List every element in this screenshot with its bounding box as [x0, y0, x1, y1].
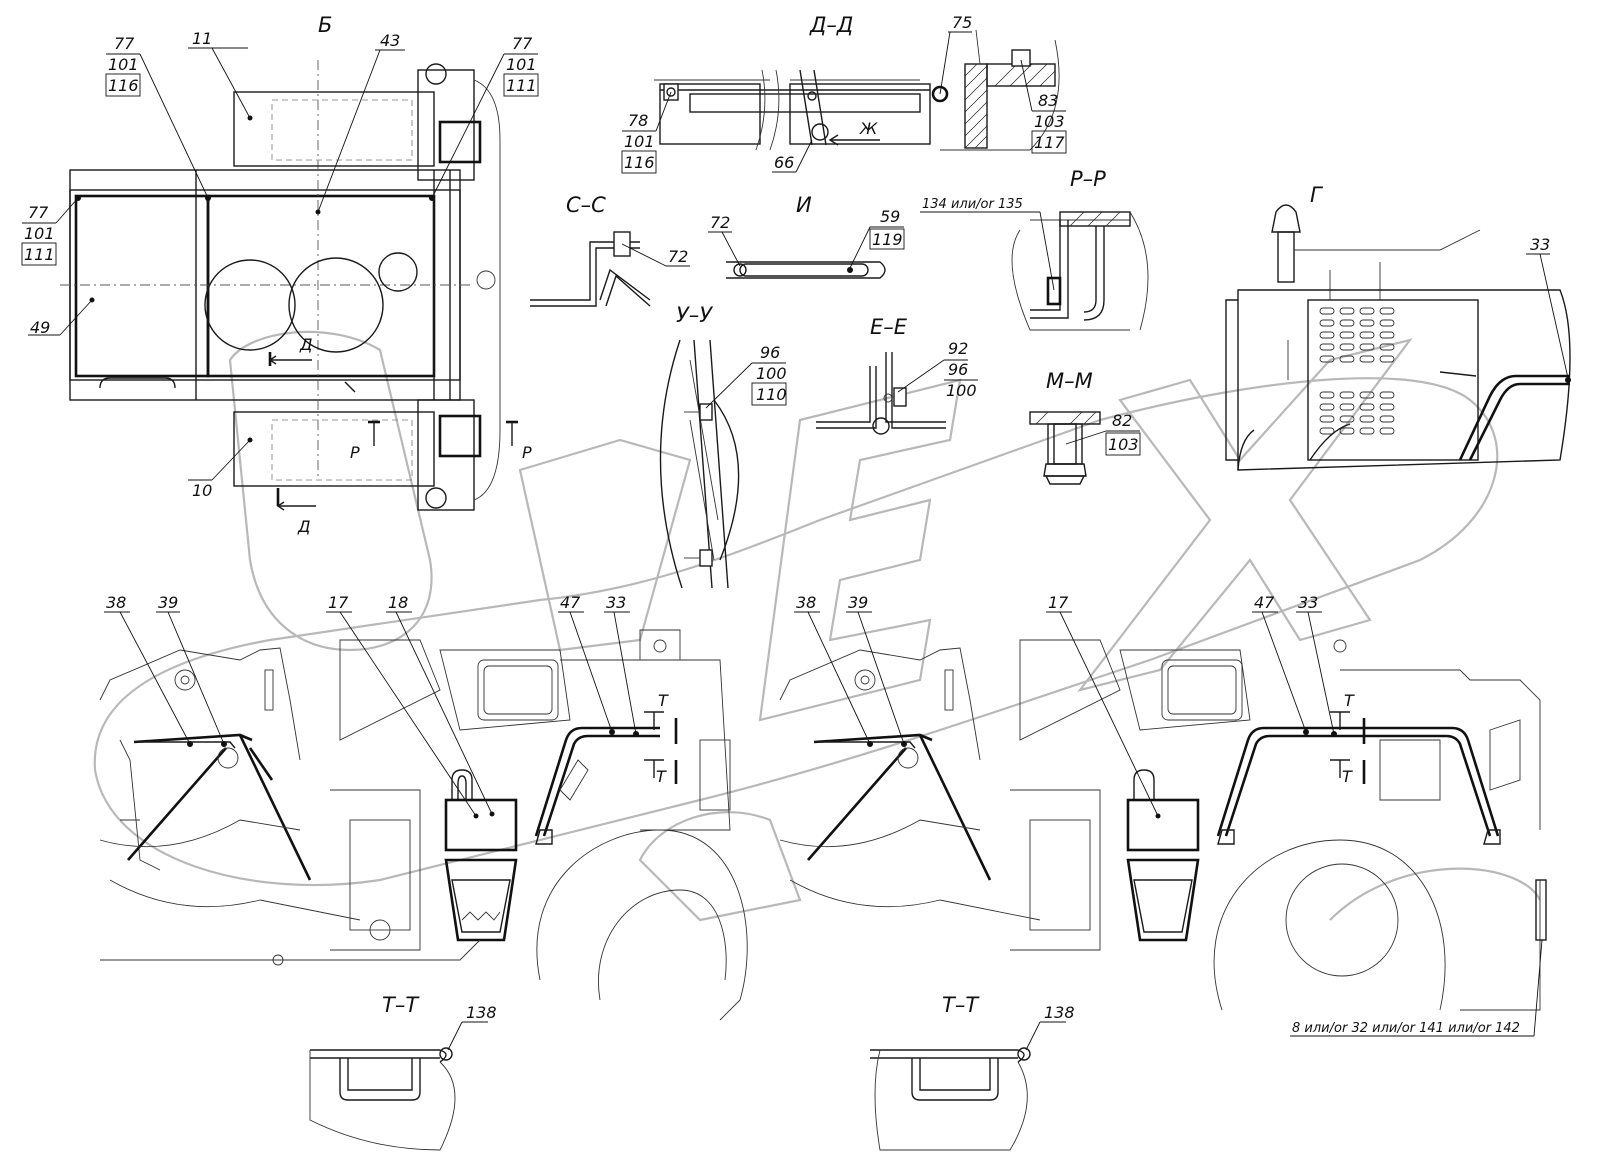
callout-mm-1: 82	[1112, 411, 1132, 430]
callout-b-stack-left-3: 116	[108, 76, 139, 95]
callout-b-stack-side-2: 101	[24, 224, 55, 243]
view-i: И 72 59 119	[708, 193, 905, 279]
view-i-title: И	[796, 193, 812, 217]
section-mark-t2a: Т	[1344, 691, 1355, 710]
callout-b-stack-left-1: 77	[114, 34, 135, 53]
callout-ee-2: 96	[948, 360, 968, 379]
view-b-title: Б	[318, 13, 332, 37]
callout-bottom-note: 8 или/or 32 или/or 141 или/or 142	[1292, 1021, 1520, 1036]
section-mm-title: М–М	[1046, 369, 1093, 393]
callout-left-38: 38	[106, 593, 126, 612]
callout-g-33: 33	[1530, 235, 1550, 254]
callout-b-10: 10	[192, 481, 212, 500]
callout-right-39: 39	[848, 593, 868, 612]
view-g: Г	[1225, 183, 1571, 471]
view-b: Б	[21, 13, 539, 536]
callout-dd-stack-3: 116	[624, 153, 655, 172]
side-view-right: Т Т 38 39 17 47 33	[779, 593, 1547, 1011]
section-mark-d-bottom: Д	[297, 517, 311, 536]
callout-left-18: 18	[388, 593, 408, 612]
section-uu: У–У 96 100 110	[659, 303, 787, 589]
callout-tt-right-138: 138	[1044, 1003, 1075, 1022]
section-rr: Р–Р 134 или/or 135	[920, 167, 1149, 331]
section-mark-d-top: Д	[299, 335, 313, 354]
callout-tt-left-138: 138	[466, 1003, 497, 1022]
section-mark-t2b: Т	[1342, 767, 1353, 786]
callout-right-33: 33	[1298, 593, 1318, 612]
callout-right-38: 38	[796, 593, 816, 612]
callout-dd-stack2-2: 103	[1034, 112, 1065, 131]
section-mark-r-left: Р	[350, 443, 360, 462]
callout-b-stack-side-3: 111	[24, 245, 55, 264]
callout-b-stack-side-1: 77	[28, 203, 49, 222]
callout-b-stack-right-2: 101	[506, 55, 537, 74]
section-cc: С–С 72	[530, 193, 690, 307]
section-cc-title: С–С	[566, 193, 606, 217]
callout-left-33: 33	[606, 593, 626, 612]
callout-right-47: 47	[1254, 593, 1275, 612]
callout-b-43: 43	[380, 31, 400, 50]
callout-i-119: 119	[872, 230, 903, 249]
section-tt-right-title: Т–Т	[942, 993, 980, 1017]
view-g-title: Г	[1310, 183, 1324, 207]
view-mark-zh: Ж	[859, 119, 878, 138]
callout-b-49: 49	[30, 318, 50, 337]
callout-b-stack-left-2: 101	[108, 55, 139, 74]
section-tt-right: Т–Т 138	[870, 993, 1075, 1151]
callout-left-47: 47	[560, 593, 581, 612]
callout-i-72: 72	[710, 213, 730, 232]
section-mark-t1b: Т	[656, 767, 667, 786]
callout-dd-stack2-3: 117	[1034, 133, 1065, 152]
section-mm: М–М 82 103	[1029, 369, 1141, 485]
callout-rr-note: 134 или/or 135	[922, 197, 1023, 212]
engine-grille	[1319, 307, 1395, 435]
callout-uu-3: 110	[756, 385, 787, 404]
callout-ee-1: 92	[948, 339, 968, 358]
section-tt-left-title: Т–Т	[382, 993, 420, 1017]
callout-i-59: 59	[880, 207, 900, 226]
callout-b-11: 11	[192, 29, 212, 48]
callout-mm-2: 103	[1108, 435, 1139, 454]
watermark-logo	[93, 330, 1541, 922]
callout-dd-stack-2: 101	[624, 132, 655, 151]
callout-ee-3: 100	[946, 381, 977, 400]
callout-dd-75: 75	[952, 13, 972, 32]
callout-uu-2: 100	[756, 364, 787, 383]
section-ee: Е–Е 92 96 100	[816, 315, 978, 435]
section-dd-title: Д–Д	[809, 13, 853, 37]
side-view-left: Т Т 38 39 17 18 47 33	[99, 593, 748, 1021]
callout-b-stack-right-3: 111	[506, 76, 537, 95]
section-uu-title: У–У	[676, 303, 713, 327]
section-mark-t1a: Т	[658, 691, 669, 710]
callout-b-stack-right-1: 77	[512, 34, 533, 53]
callout-left-17: 17	[328, 593, 349, 612]
section-rr-title: Р–Р	[1070, 167, 1106, 191]
section-dd: Д–Д Ж	[621, 13, 1067, 174]
section-tt-left: Т–Т 138	[309, 993, 497, 1151]
section-mark-r-right: Р	[522, 443, 532, 462]
callout-uu-1: 96	[760, 343, 780, 362]
bottom-note: 8 или/or 32 или/or 141 или/or 142	[1290, 939, 1543, 1037]
callout-dd-66: 66	[774, 153, 794, 172]
callout-left-39: 39	[158, 593, 178, 612]
callout-right-17: 17	[1048, 593, 1069, 612]
callout-dd-stack-1: 78	[628, 111, 648, 130]
callout-dd-stack2-1: 83	[1038, 91, 1058, 110]
callout-cc-72: 72	[668, 247, 688, 266]
section-ee-title: Е–Е	[870, 315, 908, 339]
